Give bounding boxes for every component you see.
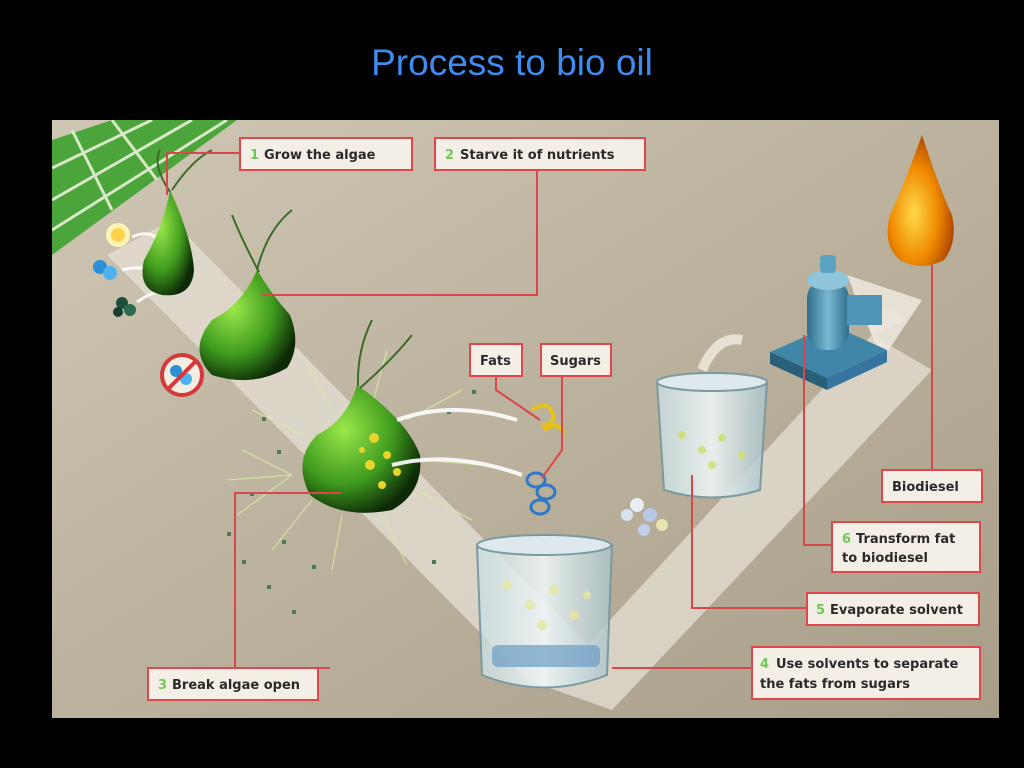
slide-title: Process to bio oil (371, 42, 653, 83)
biofuel-process-diagram: 1 Grow the algae 2 Starve it of nutrient… (52, 120, 999, 718)
solvent-beaker (475, 534, 614, 689)
label-sugars: Sugars (540, 343, 612, 377)
separation-arrows (391, 408, 523, 477)
svg-text:1: 1 (250, 148, 259, 163)
svg-text:to biodiesel: to biodiesel (842, 551, 928, 566)
label-break-algae-open: 3 Break algae open (147, 667, 319, 701)
label-biodiesel: Biodiesel (881, 469, 983, 503)
svg-text:2: 2 (445, 148, 454, 163)
no-nutrients-icon (160, 353, 204, 397)
sugar-molecules (525, 471, 557, 516)
svg-text:6: 6 (842, 532, 851, 547)
svg-text:Fats: Fats (480, 354, 511, 369)
solvent-molecules (621, 498, 668, 536)
svg-text:5: 5 (816, 603, 825, 618)
svg-text:Use solvents to separate: Use solvents to separate (776, 657, 958, 672)
nutrient-molecule-icon (93, 260, 136, 317)
svg-text:Grow the algae: Grow the algae (264, 148, 376, 163)
fat-molecules (530, 403, 566, 435)
algae-cell-bursting (226, 319, 483, 571)
svg-text:4: 4 (760, 657, 769, 672)
sun-icon (106, 223, 130, 247)
svg-text:3: 3 (158, 678, 167, 693)
svg-text:Evaporate solvent: Evaporate solvent (830, 603, 963, 618)
svg-text:Transform fat: Transform fat (856, 532, 955, 547)
label-transform-fat: 6 Transform fat to biodiesel (831, 521, 981, 573)
svg-text:the fats from sugars: the fats from sugars (760, 677, 910, 692)
evaporation-beaker (655, 334, 769, 499)
reactor-machine (770, 255, 887, 390)
label-grow-the-algae: 1 Grow the algae (239, 137, 413, 171)
svg-text:Break algae open: Break algae open (172, 678, 300, 693)
biodiesel-drop-icon (887, 135, 954, 266)
svg-text:Biodiesel: Biodiesel (892, 480, 959, 495)
label-evaporate-solvent: 5 Evaporate solvent (806, 592, 980, 626)
algae-cell-medium (199, 209, 296, 381)
label-use-solvents: 4 Use solvents to separate the fats from… (751, 646, 981, 700)
svg-text:Starve it of nutrients: Starve it of nutrients (460, 148, 615, 163)
label-fats: Fats (469, 343, 523, 377)
svg-text:Sugars: Sugars (550, 354, 601, 369)
label-starve-nutrients: 2 Starve it of nutrients (434, 137, 646, 171)
